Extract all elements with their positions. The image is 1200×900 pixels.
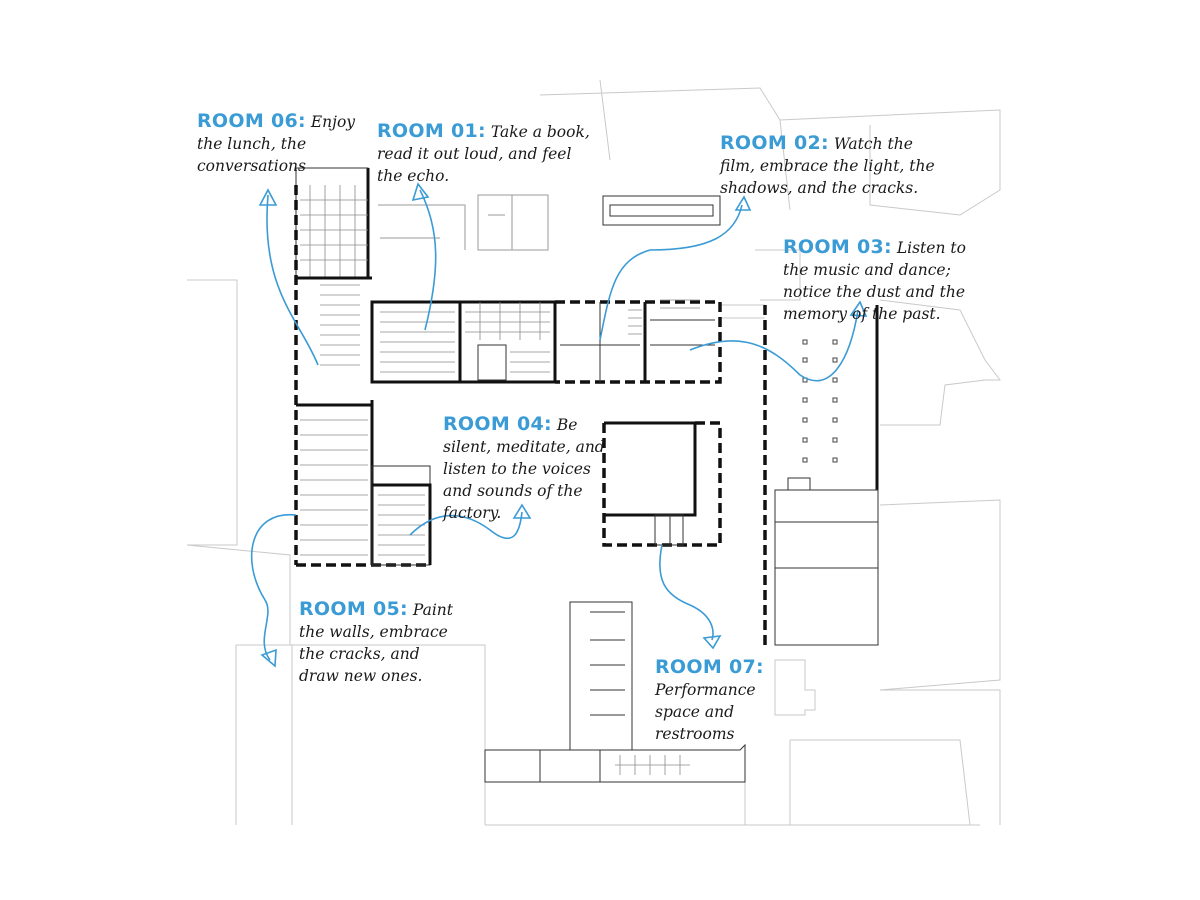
label-room-01: ROOM 01: Take a book, read it out loud, … (377, 120, 592, 187)
room-05-text: Paint the walls, embrace the cracks, and… (299, 601, 453, 685)
central-block (602, 421, 722, 547)
central-wing (370, 299, 722, 384)
arrow-room-05 (250, 513, 297, 668)
arrow-room-03 (689, 300, 868, 382)
room-07-text: Performance space and restrooms (655, 681, 756, 743)
room-04-title: ROOM 04: (443, 413, 552, 435)
room-01-text: Take a book, read it out loud, and feel … (377, 123, 590, 185)
room-02-text: Watch the film, embrace the light, the s… (720, 135, 935, 197)
label-room-04: ROOM 04: Be silent, meditate, and listen… (443, 413, 608, 524)
arrow-room-02 (599, 195, 752, 341)
arrow-room-06 (258, 188, 319, 366)
east-hall (763, 305, 879, 646)
room-02-title: ROOM 02: (720, 132, 829, 154)
label-room-02: ROOM 02: Watch the film, embrace the lig… (720, 132, 940, 199)
room-06-title: ROOM 06: (197, 110, 306, 132)
columns (802, 339, 838, 463)
south-block (484, 601, 746, 783)
label-room-07: ROOM 07: Performance space and restrooms (655, 656, 795, 745)
label-room-05: ROOM 05: Paint the walls, embrace the cr… (299, 598, 459, 687)
arrow-room-04 (409, 503, 532, 540)
outbuilding-north (602, 195, 721, 226)
label-room-03: ROOM 03: Listen to the music and dance; … (783, 236, 988, 325)
west-wing (294, 167, 432, 567)
room-07-title: ROOM 07: (655, 656, 764, 678)
room-03-text: Listen to the music and dance; notice th… (783, 239, 966, 323)
room-03-title: ROOM 03: (783, 236, 892, 258)
room-04-text: Be silent, meditate, and listen to the v… (443, 416, 605, 522)
arrow-room-01 (411, 182, 437, 331)
room-01-title: ROOM 01: (377, 120, 486, 142)
room-06-text: Enjoy the lunch, the conversations (197, 113, 356, 175)
arrow-room-07 (659, 544, 722, 650)
route-arrows (250, 182, 868, 668)
label-room-06: ROOM 06: Enjoy the lunch, the conversati… (197, 110, 362, 177)
room-05-title: ROOM 05: (299, 598, 408, 620)
